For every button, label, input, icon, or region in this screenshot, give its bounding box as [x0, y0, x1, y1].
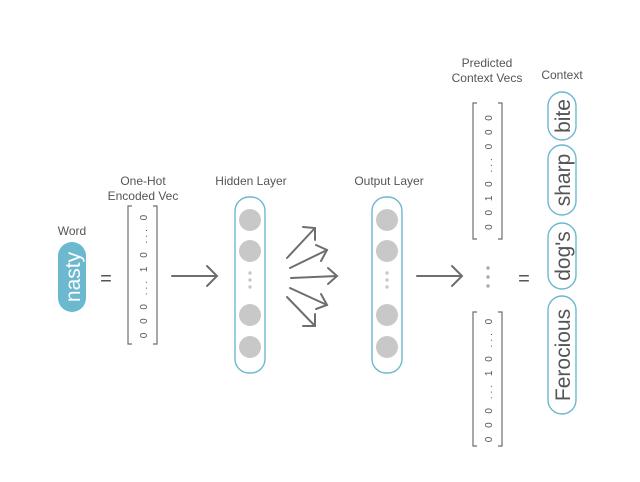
predicted-top-values: 0 0 1 0 ... 0 0 0	[484, 112, 495, 230]
context-text: Ferocious	[552, 309, 575, 401]
output-node	[376, 209, 398, 231]
context-text: dog's	[552, 231, 575, 281]
predicted-label-line1: Predicted	[462, 56, 513, 70]
context-word-ferocious: Ferocious	[547, 295, 577, 415]
output-layer-label: Output Layer	[354, 174, 423, 188]
context-label: Context	[541, 68, 583, 82]
predicted-label-line2: Context Vecs	[452, 71, 523, 85]
onehot-bracket-left	[127, 205, 132, 345]
context-pill	[547, 144, 577, 216]
hidden-node	[239, 209, 261, 231]
predicted-top-bracket-left	[472, 102, 477, 240]
predicted-bottom-bracket-left	[472, 311, 477, 447]
context-text: sharp	[552, 154, 575, 207]
predicted-ellipsis	[486, 266, 490, 288]
fan-arrows	[286, 226, 339, 327]
context-word-sharp: sharp	[547, 144, 577, 216]
predicted-bottom-bracket-right	[498, 311, 503, 447]
arrow-to-predicted	[416, 265, 464, 287]
output-node	[376, 304, 398, 326]
onehot-vector-values: 0 0 0 ... 1 0 ... 0	[139, 212, 150, 339]
context-word-dogs: dog's	[547, 222, 577, 290]
equals-sign-right: =	[518, 268, 530, 290]
hidden-layer-label: Hidden Layer	[215, 174, 286, 188]
hidden-layer	[234, 196, 266, 374]
output-node	[376, 240, 398, 262]
output-ellipsis-dot	[385, 285, 389, 289]
context-text: bite	[552, 99, 575, 133]
onehot-bracket-right	[153, 205, 158, 345]
context-pill	[547, 295, 577, 415]
predicted-bottom-values: 0 0 0 ... 1 0 ... 0	[484, 316, 495, 443]
onehot-vector: 0 0 0 ... 1 0 ... 0	[127, 205, 158, 345]
output-ellipsis-dot	[385, 278, 389, 282]
output-node	[376, 336, 398, 358]
equals-sign-left: =	[100, 268, 112, 290]
hidden-node	[239, 240, 261, 262]
arrow-to-hidden	[171, 265, 219, 287]
hidden-ellipsis-dot	[248, 271, 252, 275]
predicted-vector-top: 0 0 1 0 ... 0 0 0	[472, 102, 503, 240]
input-word-text: nasty	[62, 251, 85, 302]
onehot-label-line2: Encoded Vec	[108, 189, 179, 203]
output-layer	[371, 196, 403, 374]
context-pill	[547, 222, 577, 290]
predicted-vector-bottom: 0 0 0 ... 1 0 ... 0	[472, 311, 503, 447]
hidden-ellipsis-dot	[248, 278, 252, 282]
hidden-layer-frame	[234, 196, 266, 374]
hidden-node	[239, 336, 261, 358]
word-label: Word	[58, 224, 86, 238]
output-ellipsis-dot	[385, 271, 389, 275]
input-word-pill	[58, 242, 86, 312]
input-word: nasty	[58, 242, 86, 312]
hidden-ellipsis-dot	[248, 285, 252, 289]
output-layer-frame	[371, 196, 403, 374]
hidden-node	[239, 304, 261, 326]
onehot-label-line1: One-Hot	[120, 174, 166, 188]
context-word-bite: bite	[547, 91, 577, 141]
predicted-top-bracket-right	[498, 102, 503, 240]
context-pill	[547, 91, 577, 141]
